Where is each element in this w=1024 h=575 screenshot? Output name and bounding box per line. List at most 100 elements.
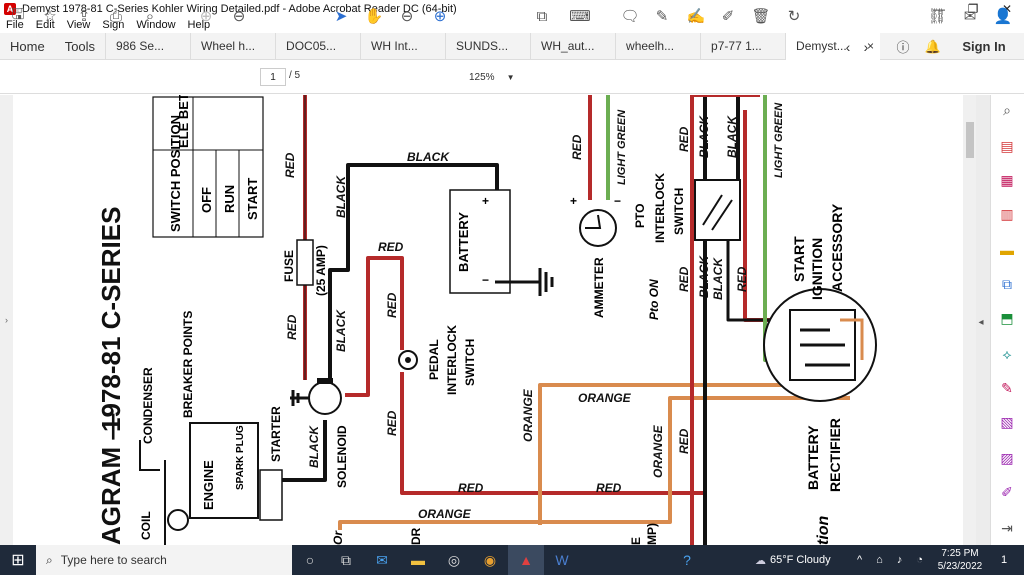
doc-tab[interactable]: p7-77 1...	[700, 32, 785, 60]
file-explorer-icon[interactable]: ▬	[411, 552, 425, 568]
prev-page-icon[interactable]: ⊕	[199, 8, 213, 25]
doc-tab[interactable]: DOC05...	[275, 32, 360, 60]
mail-app-icon[interactable]: ✉	[376, 551, 388, 568]
menu-sign[interactable]: Sign	[102, 19, 125, 31]
scrollbar-thumb[interactable]	[966, 122, 974, 158]
wire-label-light-green: LIGHT GREEN	[773, 102, 785, 178]
sign-in-button[interactable]: Sign In	[962, 39, 1006, 54]
tab-prev-icon[interactable]: ‹	[845, 38, 851, 55]
zoom-in-icon[interactable]: ⊕	[433, 8, 447, 25]
more-tools-icon[interactable]: ✐	[1001, 483, 1013, 500]
pedal-label: SWITCH	[463, 339, 477, 386]
volume-icon[interactable]: ♪	[896, 554, 903, 566]
task-view-icon[interactable]: ⧉	[341, 551, 351, 568]
combine-files-icon[interactable]: ⧉	[1002, 275, 1012, 292]
menu-help[interactable]: Help	[187, 19, 211, 31]
clock[interactable]: 7:25 PM 5/23/2022	[935, 547, 985, 573]
minimize-button[interactable]: —	[933, 1, 945, 16]
wire-label-red: RED	[285, 314, 299, 340]
highlight-icon[interactable]: ✎	[655, 8, 669, 25]
menu-view[interactable]: View	[66, 19, 91, 31]
protect-icon[interactable]: ▧	[1000, 413, 1014, 430]
menu-file[interactable]: File	[6, 19, 24, 31]
zoom-select[interactable]: 125%▼	[459, 68, 515, 86]
next-page-icon[interactable]: ⊖	[232, 8, 246, 25]
windows-start-icon[interactable]: ⊞	[11, 552, 25, 569]
notification-center-icon[interactable]: 1	[992, 545, 1016, 575]
tab-next-icon[interactable]: ›	[863, 38, 869, 55]
hand-tool-icon[interactable]: ✋	[364, 8, 384, 25]
close-button[interactable]: ✕	[1001, 1, 1013, 16]
comment-tool-icon[interactable]: ▬	[1000, 242, 1014, 258]
comment-icon[interactable]: 🗨	[620, 8, 640, 25]
left-panel-toggle[interactable]: ›	[0, 95, 13, 545]
doc-tab[interactable]: Wheel h...	[190, 32, 275, 60]
select-cursor-icon[interactable]: ➤	[334, 8, 348, 25]
doc-tab[interactable]: 986 Se...	[105, 32, 190, 60]
fill-sign-tool-icon[interactable]: ✎	[1001, 379, 1013, 396]
collapse-panel-icon[interactable]: ⇥	[1001, 519, 1013, 536]
network-icon[interactable]: ⌂	[876, 554, 883, 566]
page-total: / 5	[289, 70, 301, 81]
share-user-icon[interactable]: 👤	[993, 8, 1013, 25]
create-pdf-icon[interactable]: ▤	[1000, 137, 1014, 154]
link-icon[interactable]: ⛓	[927, 8, 947, 25]
compress-icon[interactable]: ⬒	[1000, 309, 1014, 326]
tab-close-icon[interactable]: ×	[867, 39, 875, 53]
tab-tools[interactable]: Tools	[64, 38, 96, 54]
notification-bell-icon[interactable]: 🔔	[924, 38, 942, 54]
doc-tab[interactable]: WH Int...	[360, 32, 445, 60]
prepare-form-icon[interactable]: ▨	[1000, 449, 1014, 466]
right-tools-panel	[990, 95, 1024, 545]
print-icon[interactable]: ⎙	[109, 7, 122, 25]
save-icon[interactable]: 🖫	[11, 5, 25, 23]
page-display-icon[interactable]: ⧉	[536, 7, 548, 25]
bookmark-star-icon[interactable]: ☆	[43, 8, 57, 25]
weather-widget[interactable]: ☁ 65°F Cloudy	[755, 545, 855, 575]
chrome-icon[interactable]: ◉	[483, 551, 497, 568]
word-icon[interactable]: W	[555, 552, 569, 568]
export-pdf-icon[interactable]: ▥	[1000, 205, 1014, 222]
doc-tab[interactable]: WH_aut...	[530, 32, 615, 60]
zoom-search-icon[interactable]: ⌕	[1003, 101, 1011, 118]
wifi-icon[interactable]: ◔	[916, 554, 923, 566]
engine-label: ENGINE	[201, 460, 216, 510]
maximize-button[interactable]: ❐	[967, 1, 979, 16]
rotate-icon[interactable]: ↻	[787, 8, 801, 25]
cortana-icon[interactable]: ○	[305, 552, 315, 568]
draw-icon[interactable]: ✍	[686, 8, 706, 25]
wire-label-red: RED	[385, 410, 399, 436]
pdf-page[interactable]: 1978-81 C-SERIES AGRAM — SWITCH POSITION…	[13, 95, 963, 545]
table-header: SWITCH POSITION	[168, 115, 183, 232]
tray-expand-icon[interactable]: ^	[857, 554, 863, 566]
keyboard-icon[interactable]: ⌨	[569, 8, 591, 25]
search-icon: ⌕	[46, 552, 53, 567]
doc-tab[interactable]: SUNDS...	[445, 32, 530, 60]
upload-icon[interactable]: ⇪	[77, 8, 91, 25]
acrobat-taskbar-icon[interactable]: ▲	[508, 545, 544, 575]
doc-tab[interactable]: wheelh...	[615, 32, 700, 60]
menu-window[interactable]: Window	[136, 19, 176, 31]
mail-icon[interactable]: ✉	[963, 8, 977, 25]
organize-pages-icon[interactable]: ▦	[1000, 171, 1014, 188]
tab-home[interactable]: Home	[10, 38, 45, 54]
fill-sign-icon[interactable]: ✐	[721, 8, 735, 25]
taskbar-search[interactable]: ⌕ Type here to search	[36, 545, 292, 575]
edit-pdf-icon[interactable]: ⟡	[1002, 345, 1012, 362]
wire-label-red: RED	[677, 126, 691, 152]
find-icon[interactable]: ⌕	[145, 7, 155, 25]
menu-edit[interactable]: Edit	[35, 19, 55, 31]
zoom-out-icon[interactable]: ⊖	[400, 8, 414, 25]
panel-toggle-icon[interactable]: ◂	[978, 316, 984, 328]
vertical-scrollbar[interactable]	[963, 95, 976, 545]
spark-plug-label: SPARK PLUG	[235, 425, 246, 490]
help-tray-icon[interactable]: ?	[683, 552, 691, 568]
delete-icon[interactable]: 🗑	[751, 8, 771, 25]
app-icon[interactable]: ◎	[447, 551, 461, 568]
help-icon[interactable]: ⓘ	[896, 40, 910, 55]
cloud-icon: ☁	[755, 554, 766, 567]
battery-terminal-label: BATTERY	[805, 425, 821, 490]
page-number-input[interactable]: 1	[260, 68, 286, 86]
engine: ENGINE SPARK PLUG STARTER CONDENSER BREA…	[139, 311, 283, 545]
doc-tab-active[interactable]: Demyst... ×	[785, 32, 881, 60]
